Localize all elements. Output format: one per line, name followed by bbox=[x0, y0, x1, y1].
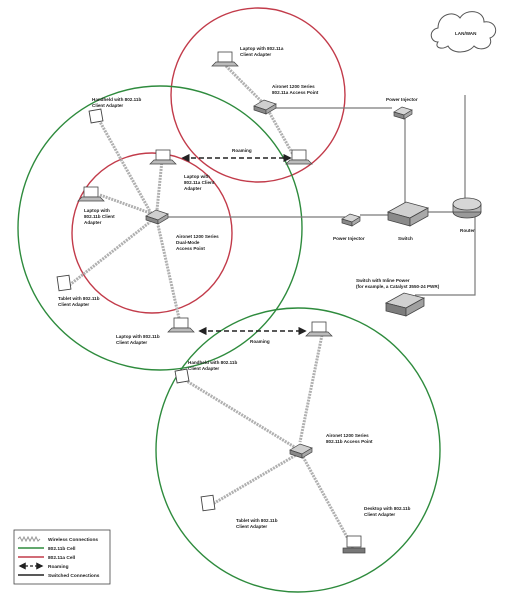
legend: Wireless Connections 802.11b Cell 802.11… bbox=[13, 529, 111, 585]
laptop-roam-left-icon bbox=[167, 317, 195, 333]
legend-item-wireless: Wireless Connections bbox=[17, 535, 98, 543]
handheld-bottom-icon bbox=[174, 368, 190, 384]
power-injector-mid-icon bbox=[341, 213, 361, 227]
tablet-left-icon bbox=[56, 274, 72, 292]
label-tablet-left: Tablet with 802.11b Client Adapter bbox=[58, 296, 101, 307]
svg-text:802.11a Cell: 802.11a Cell bbox=[48, 555, 75, 561]
legend-item-switched: Switched Connections bbox=[18, 573, 100, 579]
label-ap-bottom: Aironet 1200 Series 802.11b Access Point bbox=[326, 433, 373, 444]
label-power-injector-top: Power Injector bbox=[386, 97, 418, 102]
access-point-dual-icon bbox=[145, 209, 169, 225]
label-router: Router bbox=[460, 228, 475, 233]
laptop-mid-icon bbox=[149, 149, 177, 165]
laptop-left-icon bbox=[77, 186, 105, 202]
tablet-bottom-icon bbox=[200, 494, 216, 512]
label-laptop-top: Laptop with 802.11a Client Adapter bbox=[240, 46, 285, 57]
roaming-arrows bbox=[181, 153, 307, 336]
label-laptop-roam-left: Laptop with 802.11b Client Adapter bbox=[116, 334, 161, 345]
cell-802-11a-left bbox=[71, 152, 233, 314]
switch-icon bbox=[386, 201, 430, 227]
label-switch-mid: Switch bbox=[398, 236, 413, 241]
switched-connections bbox=[165, 95, 476, 296]
inline-power-switch-icon bbox=[384, 292, 426, 317]
label-desktop-bottom: Desktop with 802.11b Client Adapter bbox=[364, 506, 412, 517]
cell-802-11a-top bbox=[170, 7, 346, 183]
svg-text:Wireless Connections: Wireless Connections bbox=[48, 537, 98, 543]
access-point-bottom-icon bbox=[289, 443, 313, 459]
cloud-label: LAN/WAN bbox=[455, 31, 477, 36]
legend-item-roaming: Roaming bbox=[18, 562, 69, 570]
roaming-label-bottom: Roaming bbox=[250, 339, 270, 344]
label-laptop-left: Laptop with 802.11b Client Adapter bbox=[84, 208, 116, 225]
cell-802-11b-bottom bbox=[155, 307, 441, 593]
router-icon bbox=[452, 197, 482, 219]
lan-wan-cloud: LAN/WAN bbox=[430, 11, 497, 53]
power-injector-top-icon bbox=[393, 106, 413, 120]
label-handheld-left: Handheld with 802.11b Client Adapter bbox=[92, 97, 143, 108]
access-point-top-icon bbox=[253, 99, 277, 115]
cell-802-11b-left bbox=[17, 85, 303, 371]
desktop-bottom-icon bbox=[342, 535, 366, 554]
label-power-injector-mid: Power Injector bbox=[333, 236, 365, 241]
svg-text:Roaming: Roaming bbox=[48, 564, 69, 570]
svg-text:802.11b Cell: 802.11b Cell bbox=[48, 546, 75, 552]
label-switch-inline: Switch with Inline Power (for example, a… bbox=[356, 278, 440, 289]
label-ap-dual: Aironet 1200 Series Dual-Mode Access Poi… bbox=[176, 234, 220, 251]
laptop-roam-top-icon bbox=[285, 149, 313, 165]
wireless-connections bbox=[66, 64, 355, 549]
label-laptop-mid: Laptop with 802.11a Client Adapter bbox=[184, 174, 216, 191]
roaming-label-top: Roaming bbox=[232, 148, 252, 153]
laptop-roam-right-icon bbox=[305, 321, 333, 337]
svg-text:Switched Connections: Switched Connections bbox=[48, 573, 100, 579]
handheld-left-icon bbox=[88, 108, 104, 124]
label-ap-top: Aironet 1200 Series 802.11a Access Point bbox=[272, 84, 319, 95]
label-handheld-bottom: Handheld with 802.11b Client Adapter bbox=[188, 360, 239, 371]
legend-item-11a-cell: 802.11a Cell bbox=[18, 555, 75, 561]
legend-item-11b-cell: 802.11b Cell bbox=[18, 546, 75, 552]
label-tablet-bottom: Tablet with 802.11b Client Adapter bbox=[236, 518, 279, 529]
laptop-top-icon bbox=[211, 51, 239, 67]
